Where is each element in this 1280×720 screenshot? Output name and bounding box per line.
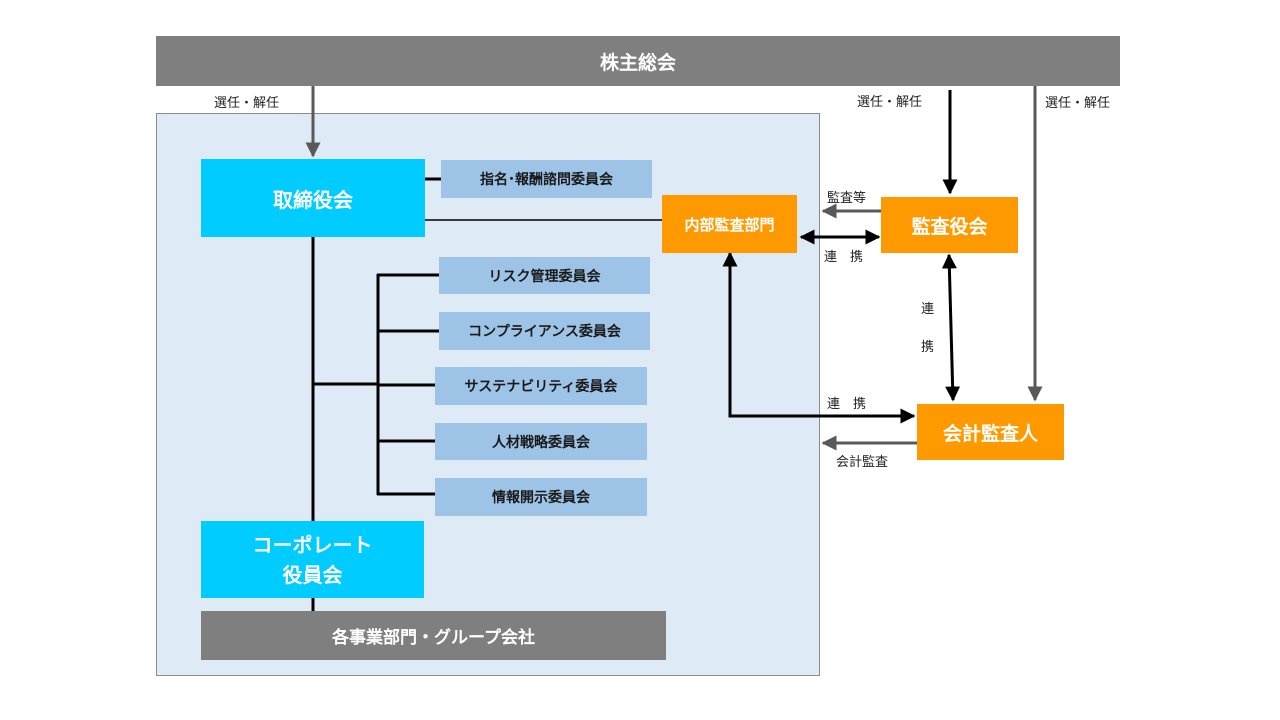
committee-label: 情報開示委員会 [492, 490, 590, 506]
corporate-officers-label-line2: 役員会 [282, 562, 343, 587]
human-resources-strategy-committee: 人材戦略委員会 [435, 423, 647, 460]
accounting-auditor-label: 会計監査人 [942, 422, 1038, 445]
committee-label: コンプライアンス委員会 [468, 324, 621, 340]
accounting-audit-label: 会計監査 [836, 455, 889, 470]
nomination-remuneration-committee: 指名･報酬諮問委員会 [441, 160, 652, 198]
shareholders-meeting: 株主総会 [156, 36, 1120, 86]
cooperation-label-internal-audit-board: 連 携 [824, 250, 864, 265]
elect-dismiss-label-board: 選任・解任 [214, 96, 280, 111]
arrow-internal-accounting-cooperation [722, 251, 916, 424]
nomination-committee-label: 指名･報酬諮問委員会 [480, 172, 613, 188]
cooperation-label-vertical-top: 連 [921, 302, 935, 317]
committee-label: 人材戦略委員会 [492, 434, 590, 451]
board-of-directors-label: 取締役会 [273, 187, 353, 212]
audit-etc-label: 監査等 [827, 191, 867, 206]
elect-dismiss-label-audit-board: 選任・解任 [857, 95, 923, 110]
risk-management-committee: リスク管理委員会 [439, 257, 650, 294]
elect-dismiss-label-accounting: 選任・解任 [1045, 96, 1111, 111]
accounting-auditor: 会計監査人 [917, 404, 1064, 460]
compliance-committee: コンプライアンス委員会 [439, 312, 650, 350]
committee-label: リスク管理委員会 [488, 268, 601, 285]
business-units-group-companies: 各事業部門・グループ会社 [201, 611, 666, 660]
cooperation-label-vertical-bottom: 携 [921, 340, 935, 355]
internal-audit-department: 内部監査部門 [662, 195, 797, 253]
board-of-directors: 取締役会 [201, 159, 425, 237]
information-disclosure-committee: 情報開示委員会 [435, 478, 647, 516]
audit-board-label: 監査役会 [911, 215, 988, 238]
internal-audit-label: 内部監査部門 [684, 215, 775, 234]
corporate-officers-label-line1: コーポレート [252, 532, 373, 557]
sustainability-committee: サステナビリティ委員会 [435, 367, 647, 405]
arrow-audit-board-accounting-cooperation [941, 253, 961, 402]
audit-supervisory-board: 監査役会 [881, 197, 1018, 253]
corporate-officers-meeting: コーポレート 役員会 [201, 521, 424, 598]
committee-label: サステナビリティ委員会 [464, 379, 618, 395]
cooperation-label-internal-accounting: 連 携 [827, 397, 867, 412]
business-units-label: 各事業部門・グループ会社 [332, 628, 535, 648]
shareholders-meeting-label: 株主総会 [599, 51, 676, 74]
